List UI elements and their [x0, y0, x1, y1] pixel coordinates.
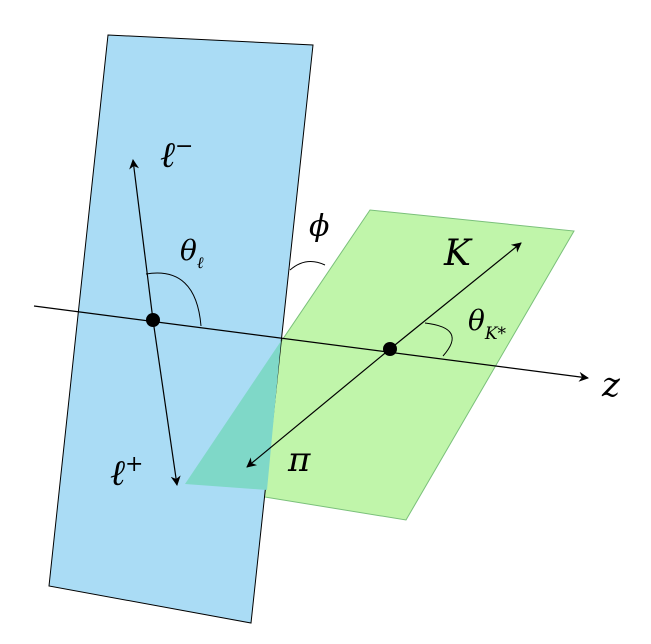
lepton-minus-arrow — [129, 159, 154, 321]
plane-overlap-region — [185, 341, 281, 490]
theta-l-label: θℓ — [180, 234, 204, 272]
theta-l-arc — [145, 272, 202, 327]
theta-k-arc — [424, 322, 453, 357]
phi-arc — [289, 260, 326, 271]
z-axis-label: z — [601, 365, 621, 405]
kaon-label: K — [443, 233, 473, 274]
theta-k-label: θK* — [468, 304, 507, 344]
lepton-plus-label: ℓ+ — [110, 452, 143, 494]
z-axis-line — [33, 305, 589, 382]
pion-label: π — [287, 440, 311, 480]
pion-arrow — [246, 348, 391, 468]
kpi-vertex — [383, 342, 397, 356]
dilepton-plane — [48, 34, 314, 624]
dilepton-vertex — [146, 313, 160, 327]
lepton-plus-arrow — [152, 319, 181, 486]
phi-label: ϕ — [309, 209, 329, 244]
kpi-decay-plane — [184, 209, 575, 521]
kaon-arrow — [389, 242, 522, 350]
lepton-minus-label: ℓ− — [160, 134, 193, 176]
